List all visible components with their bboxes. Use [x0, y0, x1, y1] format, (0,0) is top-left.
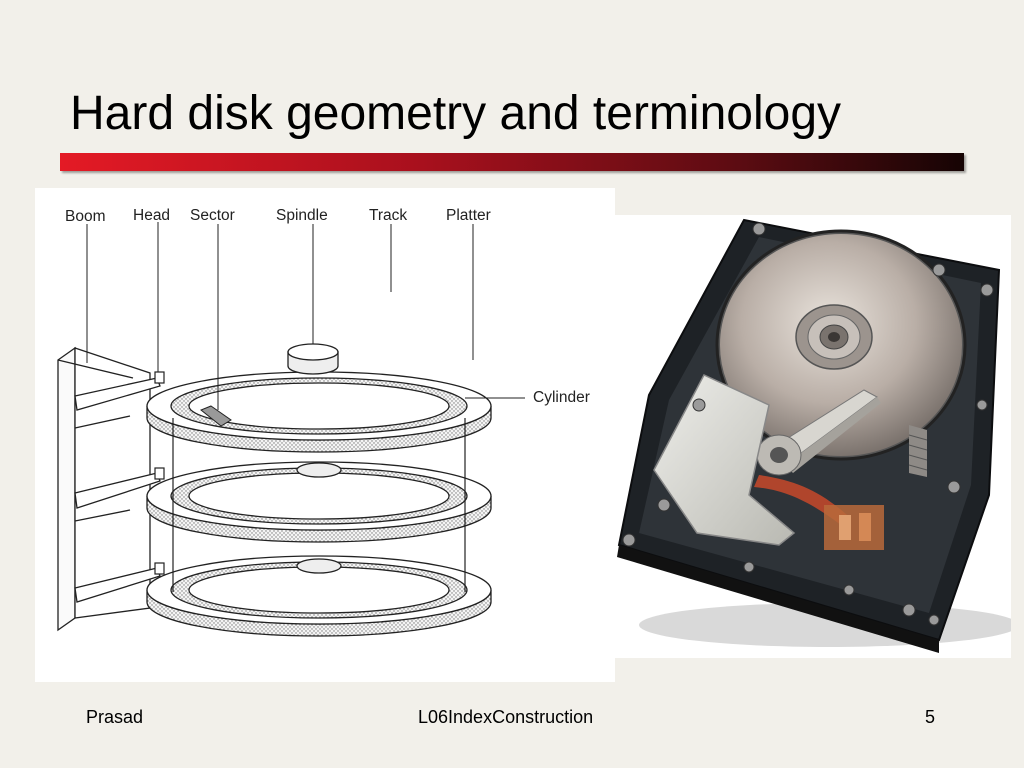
- platter-bottom: [146, 555, 492, 637]
- hard-drive-photo: [609, 215, 1011, 658]
- read-write-heads: [154, 371, 165, 575]
- spindle: [287, 343, 339, 375]
- platter-label: Platter: [446, 207, 491, 224]
- boom-assembly: [57, 346, 161, 632]
- footer-page-number: 5: [925, 707, 936, 727]
- sector-label: Sector: [190, 207, 235, 224]
- sector-highlight: [200, 405, 232, 427]
- head-label: Head: [133, 207, 170, 224]
- label-leader-lines: [86, 222, 525, 410]
- disk-geometry-diagram: Boom Head Sector Spindle Track Platter C…: [35, 188, 615, 682]
- platter-middle: [146, 461, 492, 543]
- footer-author: Prasad: [86, 707, 144, 727]
- track-label: Track: [369, 207, 407, 224]
- title-divider-bar: [60, 153, 964, 171]
- cylinder-lines: [172, 418, 466, 592]
- boom-label: Boom: [65, 208, 106, 225]
- platter-top: [146, 371, 492, 453]
- cylinder-label: Cylinder: [533, 389, 590, 406]
- footer-file-name: L06IndexConstruction: [418, 707, 594, 727]
- spindle-label: Spindle: [276, 207, 328, 224]
- slide-title: Hard disk geometry and terminology: [70, 87, 842, 140]
